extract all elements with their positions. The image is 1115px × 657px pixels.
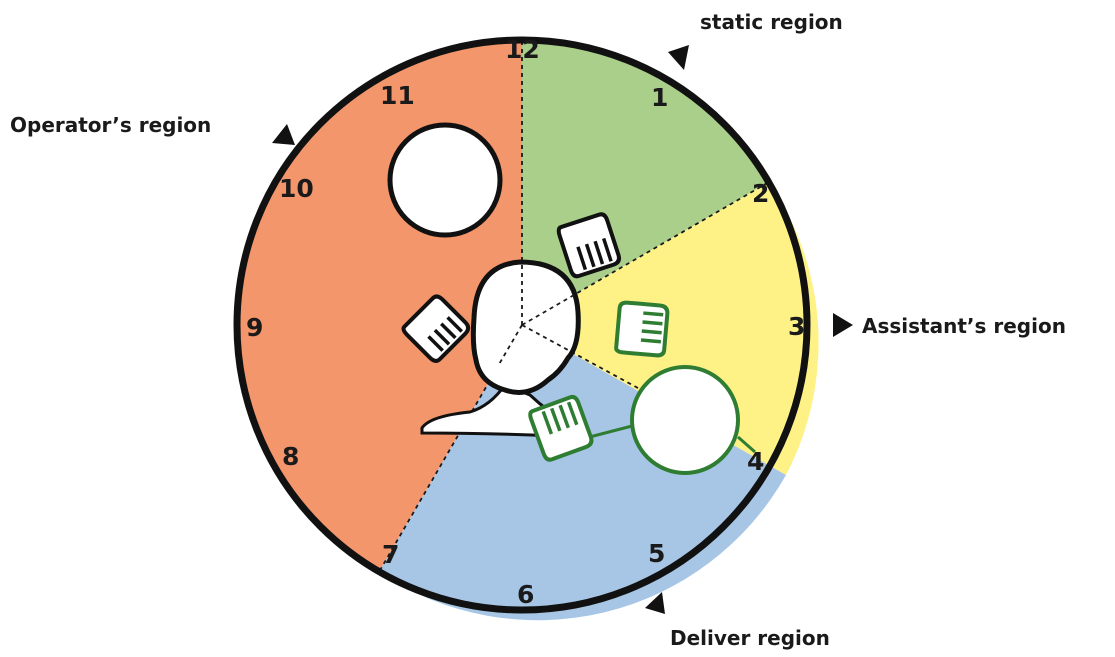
head-divider-4 bbox=[521, 324, 569, 351]
assistant-region-arrow-icon bbox=[833, 313, 853, 337]
operator-table-icon bbox=[387, 122, 503, 238]
clock-number-6: 6 bbox=[517, 580, 534, 609]
assistant-region-label: Assistant’s region bbox=[862, 314, 1066, 338]
operator-hand-icon-upper bbox=[556, 212, 621, 279]
clock-number-5: 5 bbox=[648, 539, 665, 568]
clock-number-8: 8 bbox=[282, 442, 299, 471]
operator-head-icon bbox=[470, 259, 581, 395]
operator-hand-icon-left bbox=[401, 294, 471, 363]
deliver-region-wedge bbox=[379, 325, 786, 621]
clock-number-2: 2 bbox=[752, 179, 769, 208]
assistant-region-wedge bbox=[522, 182, 819, 475]
assistant-hand-icon-right bbox=[614, 300, 670, 358]
assistant-hand-icon-lower bbox=[528, 394, 594, 462]
assistant-table-icon bbox=[630, 365, 740, 475]
clock-number-11: 11 bbox=[380, 81, 415, 110]
clock-number-10: 10 bbox=[279, 174, 314, 203]
operator-region-label: Operator’s region bbox=[10, 113, 211, 137]
clock-outline bbox=[233, 36, 811, 614]
deliver-region-arrow-icon bbox=[645, 592, 665, 614]
clock-number-9: 9 bbox=[246, 313, 263, 342]
clock-number-12: 12 bbox=[505, 35, 540, 64]
static-region-arrow-icon bbox=[668, 45, 689, 70]
deliver-region-label: Deliver region bbox=[670, 626, 830, 650]
clock-number-3: 3 bbox=[788, 312, 805, 341]
clock-number-4: 4 bbox=[747, 447, 764, 476]
static-region-label: static region bbox=[700, 10, 843, 34]
clock-number-1: 1 bbox=[651, 83, 668, 112]
head-divider-2 bbox=[521, 294, 575, 326]
operator-region-arrow-icon bbox=[272, 124, 295, 145]
clock-number-7: 7 bbox=[382, 540, 399, 569]
assistant-table-link bbox=[737, 435, 756, 454]
